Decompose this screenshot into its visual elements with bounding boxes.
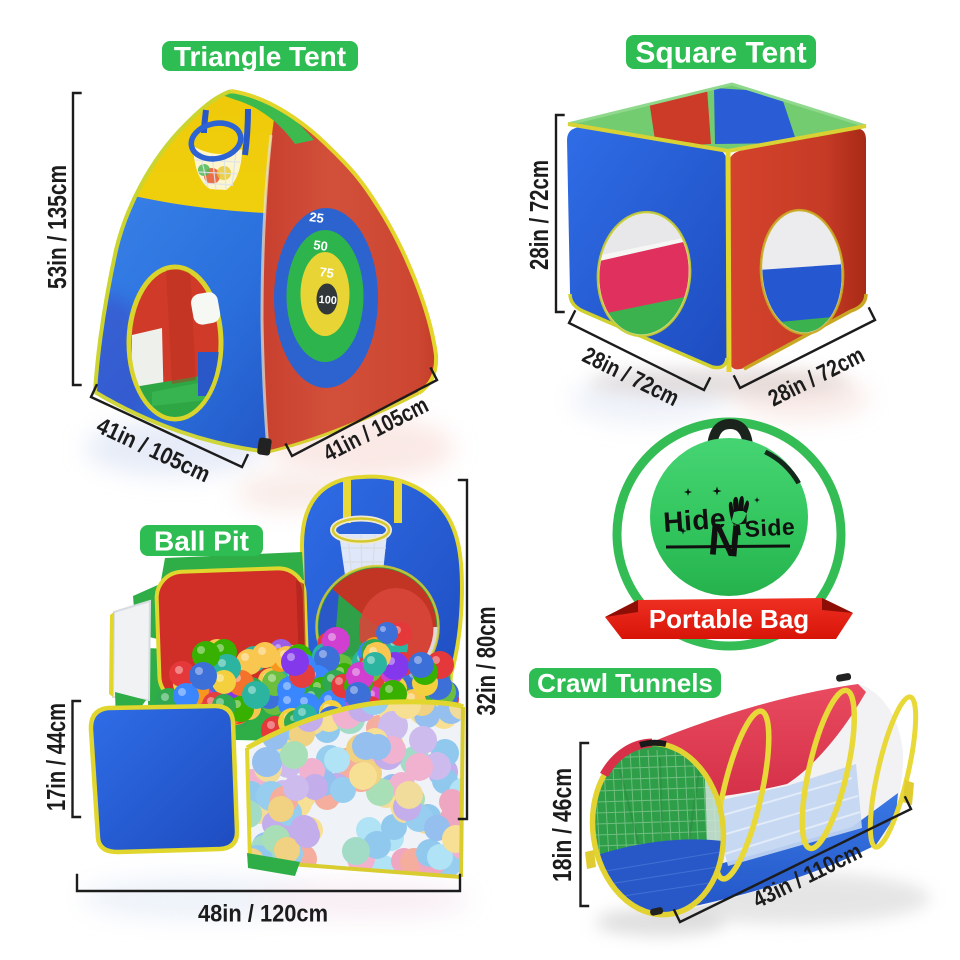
svg-text:100: 100 bbox=[318, 294, 337, 307]
svg-text:Crawl Tunnels: Crawl Tunnels bbox=[537, 668, 713, 698]
svg-text:Ball Pit: Ball Pit bbox=[154, 525, 249, 556]
svg-text:75: 75 bbox=[318, 264, 334, 281]
svg-text:50: 50 bbox=[312, 237, 328, 254]
svg-text:Side: Side bbox=[744, 513, 796, 542]
svg-text:18in / 46cm: 18in / 46cm bbox=[549, 768, 577, 882]
svg-text:Portable Bag: Portable Bag bbox=[649, 604, 809, 634]
svg-text:53in / 135cm: 53in / 135cm bbox=[44, 165, 72, 289]
svg-text:Hide: Hide bbox=[662, 503, 727, 538]
svg-text:28in / 72cm: 28in / 72cm bbox=[526, 160, 554, 270]
svg-text:48in / 120cm: 48in / 120cm bbox=[198, 901, 328, 928]
svg-text:25: 25 bbox=[308, 209, 324, 226]
svg-text:17in / 44cm: 17in / 44cm bbox=[43, 703, 71, 811]
svg-text:N: N bbox=[706, 513, 743, 567]
svg-text:Triangle Tent: Triangle Tent bbox=[174, 41, 346, 72]
svg-text:Square Tent: Square Tent bbox=[635, 37, 806, 70]
svg-text:32in / 80cm: 32in / 80cm bbox=[473, 607, 501, 716]
